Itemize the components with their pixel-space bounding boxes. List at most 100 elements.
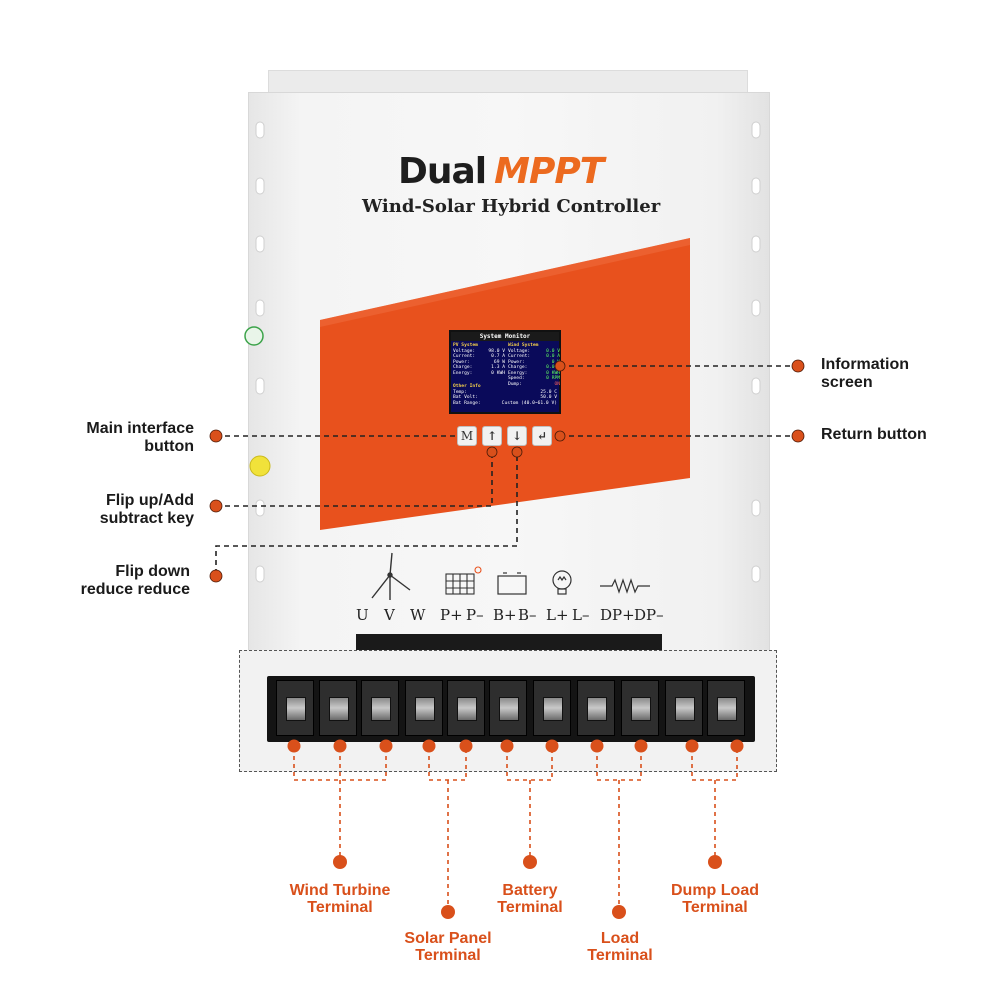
battery-icon [497,572,527,595]
callout-flip-down: Flip down reduce reduce [40,563,190,599]
terminal-label: DP+ [600,606,635,624]
product-subtitle: Wind-Solar Hybrid Controller [362,196,661,217]
callout-wind-turbine-terminal: Wind Turbine Terminal [260,882,420,916]
screen-row-label: Speed: [508,376,525,381]
screen-row-label: Charge: [453,365,473,370]
pv-header: PV System [453,343,478,348]
callout-line: Terminal [682,899,748,916]
terminal-slot [621,680,659,736]
brand-word-mppt: MPPT [494,151,604,192]
terminal-label: L+ [546,606,569,624]
screen-row-label: Bat Volt: [453,395,478,400]
callout-line: Flip down [115,563,190,580]
screen-row-value: 0 KWH [546,370,560,376]
screen-row-value: 0.0 A [546,354,560,359]
screen-row-value: 0 KWH [491,370,505,376]
screen-row-value: ON [554,381,560,387]
return-button[interactable]: ↵ [532,426,552,446]
terminal-label: P+ [440,606,463,624]
screen-row-value: 0.0 A [546,365,560,370]
flip-down-button[interactable]: ↓ [507,426,527,446]
wind-header: Wind System [508,343,539,348]
terminal-label: W [410,606,426,624]
screen-row-value: 25.0 C [540,389,557,395]
screen-row-label: Voltage: [453,348,476,354]
other-header: Other Info [453,384,481,389]
callout-line: button [144,438,194,455]
callout-line: Main interface [86,420,194,437]
screen-row: Current:0.0 A [508,354,560,360]
screen-row: Power:0 W [508,360,560,366]
flip-up-button[interactable]: ↑ [482,426,502,446]
screen-row: Current:0.7 A [453,354,505,360]
callout-line: Load [600,930,640,947]
screen-row: Dump:ON [508,382,560,388]
screen-row: Voltage: 0.0 V [508,349,560,355]
wind-turbine-icon [371,552,411,600]
dump-load-resistor-icon [600,578,650,594]
terminal-slot [405,680,443,736]
screen-row: Energy: 0 KWH [453,371,505,377]
screen-row-value: 0 W [551,359,560,365]
terminal-slot [447,680,485,736]
terminal-label: L– [572,606,590,624]
screen-row-value: 1.3 A [491,365,505,370]
screen-row-value: Custom (40.0~61.0 V) [501,400,557,406]
screen-row-value: 0.0 V [546,348,560,354]
callout-line: Dump Load [671,882,759,899]
screen-row: Speed:0 RPM [508,376,560,382]
screen-row-label: Temp: [453,389,467,395]
callout-line: Battery [502,882,558,899]
screen-row-value: 50.0 V [540,395,557,400]
terminal-slot [319,680,357,736]
brand-word-dual: Dual [398,151,487,192]
screen-row-label: Charge: [508,365,528,370]
terminal-label: B– [518,606,537,624]
screen-row-label: Energy: [453,370,473,376]
terminal-label: U [356,606,369,624]
screen-row: Temp: 25.0 C [453,390,557,396]
callout-load-terminal: Load Terminal [560,930,680,964]
callout-line: Terminal [587,947,653,964]
screen-row: Power:69 W [453,360,505,366]
callout-line: subtract key [99,510,194,527]
screen-row: Energy:0 KWH [508,371,560,377]
screen-row: Bat Range:Custom (40.0~61.0 V) [453,401,557,407]
callout-solar-panel-terminal: Solar Panel Terminal [378,930,518,964]
callout-line: Flip up/Add [106,492,194,509]
callout-flip-up: Flip up/Add subtract key [40,492,194,528]
callout-line: Solar Panel [404,930,492,947]
screen-row-value: 98.0 V [488,348,505,354]
screen-row-value: 69 W [493,359,505,365]
callout-information-screen: Information screen [821,356,909,392]
callout-battery-terminal: Battery Terminal [470,882,590,916]
terminal-slot [577,680,615,736]
screen-row: Charge: 0.0 A [508,365,560,371]
terminal-block [267,676,755,742]
screen-row-label: Current: [453,354,476,359]
callout-line: Terminal [497,899,563,916]
terminal-slot [533,680,571,736]
terminal-label: DP– [634,606,664,624]
solar-panel-icon [445,566,482,595]
callout-line: Terminal [415,947,481,964]
callout-dump-load-terminal: Dump Load Terminal [650,882,780,916]
screen-title: System Monitor [451,332,559,341]
terminal-label: B+ [493,606,517,624]
terminal-slot [489,680,527,736]
main-interface-button[interactable]: M [457,426,477,446]
terminal-label: P– [466,606,484,624]
screen-row: Voltage: 98.0 V [453,349,505,355]
callout-return-button: Return button [821,426,927,443]
screen-row-label: Voltage: [508,348,531,354]
callout-line: Information [821,356,909,373]
bulb-icon [552,570,572,595]
terminal-slot [276,680,314,736]
terminal-slot [665,680,703,736]
